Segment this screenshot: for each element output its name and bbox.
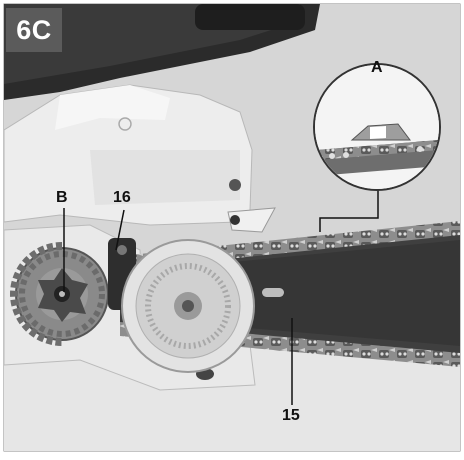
callout-16-label: 16 (113, 189, 131, 206)
callout-15-label: 15 (282, 407, 300, 424)
callout-a-label: A (371, 59, 383, 76)
callout-b-label: B (56, 189, 68, 206)
figure-badge: 6C (6, 8, 62, 52)
saw-chain-detail (315, 65, 439, 189)
